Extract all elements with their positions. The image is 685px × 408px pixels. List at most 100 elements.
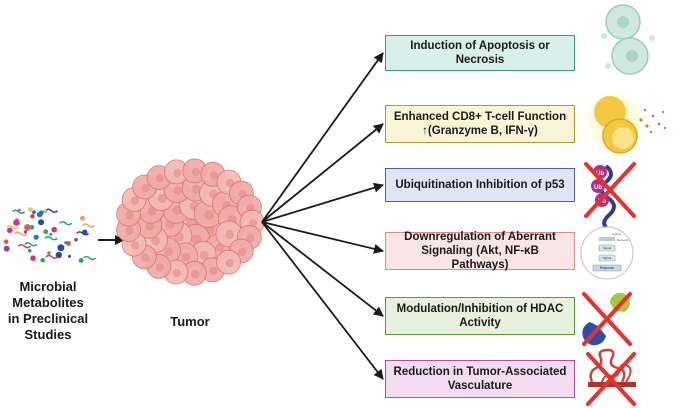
hdac-inhibition-icon xyxy=(582,292,632,346)
tumor-nucleus xyxy=(204,209,215,220)
outcome-arrow xyxy=(261,221,384,317)
metabolite-molecule xyxy=(18,208,21,212)
outcome-arrow xyxy=(261,123,384,223)
outcome-text: Induction of Apoptosis or Necrosis xyxy=(392,39,568,67)
tumor-nucleus xyxy=(209,171,219,180)
pathway-label: Ligand xyxy=(612,232,621,236)
tumor-nucleus xyxy=(141,183,150,193)
metabolite-molecule xyxy=(45,254,59,260)
outcome-line: Enhanced CD8+ T-cell Function xyxy=(393,111,567,123)
tumor-nucleus xyxy=(246,234,255,243)
metabolite-molecule xyxy=(23,230,28,234)
metabolite-molecule xyxy=(40,257,45,263)
metabolite-molecule xyxy=(78,258,84,263)
outcome-box: Induction of Apoptosis or Necrosis xyxy=(385,35,575,71)
metabolite-molecule xyxy=(38,219,45,226)
tumor-nucleus xyxy=(145,221,155,231)
metabolites-label: Microbial Metabolites in Preclinical Stu… xyxy=(7,279,89,342)
pathway-label: Signal xyxy=(603,246,612,250)
metabolite-molecule xyxy=(13,219,20,226)
metabolite-molecule xyxy=(3,245,10,252)
metabolite-molecule xyxy=(64,241,68,245)
metabolite-molecule xyxy=(33,234,39,240)
outcome-arrow xyxy=(261,182,384,223)
metabolite-molecule xyxy=(74,238,78,242)
metabolite-molecule xyxy=(30,214,35,219)
tumor-nucleus xyxy=(238,247,247,257)
metabolite-molecule xyxy=(3,239,9,244)
outcome-text: Modulation/Inhibition of HDAC Activity xyxy=(397,302,564,330)
tumor-nucleus xyxy=(130,196,140,205)
ubiquitin-tag: Ub xyxy=(596,171,604,177)
tumor-nucleus xyxy=(157,194,167,203)
ubiquitin-tag: Ub xyxy=(594,185,602,191)
tumor-nucleus xyxy=(164,247,173,257)
outcome-text: Enhanced CD8+ T-cell Function ↑(Granzyme … xyxy=(394,110,566,138)
tumor-label: Tumor xyxy=(170,314,210,329)
outcome-line: Signaling (Akt, NF-κB Pathways) xyxy=(421,245,539,271)
tumor-icon xyxy=(116,158,265,286)
apoptotic-cells-icon xyxy=(601,4,655,75)
tumor-nucleus xyxy=(155,174,165,183)
tumor-nucleus xyxy=(173,168,182,178)
pathway-label: Receptor xyxy=(617,238,629,242)
tumor-nucleus xyxy=(225,259,234,268)
metabolite-molecule xyxy=(68,254,71,258)
tumor-nucleus xyxy=(225,178,235,188)
outcome-line: Induction of Apoptosis or Necrosis xyxy=(410,40,550,66)
vasculature-icon xyxy=(586,348,636,406)
outcome-line: Activity xyxy=(459,317,501,329)
outcome-line: Ubiquitination Inhibition of p53 xyxy=(395,179,565,191)
tumor-nucleus xyxy=(191,270,200,279)
outcome-line: Reduction in Tumor-Associated xyxy=(393,366,567,378)
metabolite-molecule xyxy=(44,236,58,241)
outcome-line: Modulation/Inhibition of HDAC xyxy=(396,303,564,315)
metabolite-molecule xyxy=(82,255,97,261)
tumor-nucleus xyxy=(172,268,182,278)
tumor-nucleus xyxy=(173,186,183,196)
tumor-nucleus xyxy=(155,263,164,272)
pathway-label: Signal xyxy=(603,256,612,260)
pathway-label: Response xyxy=(600,266,615,270)
metabolite-molecule xyxy=(43,229,49,235)
tumor-nucleus xyxy=(125,226,134,235)
tumor-nucleus xyxy=(181,252,191,262)
tumor-nucleus xyxy=(141,253,150,262)
metabolite-molecule xyxy=(79,215,86,221)
metabolite-molecule xyxy=(59,220,73,226)
metabolite-molecule xyxy=(6,225,20,230)
tumor-nucleus xyxy=(151,236,161,246)
metabolite-molecule xyxy=(44,208,59,214)
tumor-nucleus xyxy=(209,266,218,275)
metabolite-molecule xyxy=(47,251,51,255)
outcome-box: Enhanced CD8+ T-cell Function ↑(Granzyme … xyxy=(385,105,575,143)
outcome-arrows xyxy=(261,52,384,380)
tumor-nucleus xyxy=(199,250,209,260)
tumor-nucleus xyxy=(130,240,140,250)
metabolite-molecule xyxy=(27,248,32,253)
metabolite-molecule xyxy=(76,231,90,236)
metabolite-molecule xyxy=(57,244,65,252)
outcome-line: ↑(Granzyme B, IFN-γ) xyxy=(422,125,538,137)
ubiquitin-tag: Ub xyxy=(598,199,606,205)
tumor-nucleus xyxy=(191,184,201,194)
metabolite-molecule xyxy=(24,242,38,247)
outcome-arrow xyxy=(261,221,384,380)
metabolite-molecule xyxy=(49,232,53,236)
outcome-arrow xyxy=(261,52,384,223)
outcome-line: Vasculature xyxy=(447,380,513,392)
metabolite-molecule xyxy=(14,231,28,237)
tumor-nucleus xyxy=(225,230,235,240)
outcome-line: Downregulation of Aberrant xyxy=(404,231,556,243)
p53-ubiquitin-icon: Ub Ub Ub xyxy=(584,162,636,234)
metabolites-icon xyxy=(3,207,97,263)
metabolite-molecule xyxy=(81,223,95,228)
metabolite-molecule xyxy=(27,207,33,213)
tumor-nucleus xyxy=(125,211,134,220)
tumor-nucleus xyxy=(191,167,200,177)
metabolite-molecule xyxy=(32,210,36,215)
